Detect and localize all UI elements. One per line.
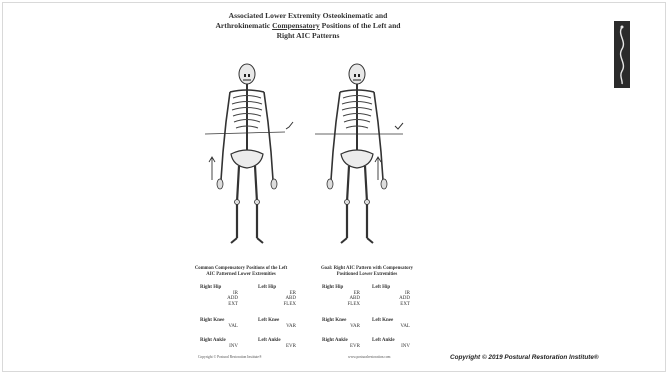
copyright-notice: Copyright © 2019 Postural Restoration In… <box>450 354 599 361</box>
left-arrow-icon <box>209 157 215 180</box>
joint-value: INV <box>200 344 244 350</box>
joint-value: EVR <box>322 344 366 350</box>
joint-value: INV <box>372 344 416 350</box>
title-line-1: Associated Lower Extremity Osteokinemati… <box>196 11 420 21</box>
skeleton-illustrations <box>175 60 435 270</box>
joint-value: FLEX <box>258 302 302 308</box>
right-footer: www.posturalrestoration.com <box>348 355 390 359</box>
left-caption: Common Compensatory Positions of the Lef… <box>176 266 306 278</box>
right-checkmark-icon <box>395 123 403 129</box>
right-panel-right-ankle: Right Ankle EVR <box>322 338 366 349</box>
right-caption: Goal: Right AIC Pattern with Compensator… <box>302 266 432 278</box>
joint-value: EXT <box>200 302 244 308</box>
title-line-2: Arthrokinematic Compensatory Positions o… <box>196 21 420 31</box>
title-line-2-pre: Arthrokinematic <box>215 21 270 30</box>
left-panel-right-ankle: Right Ankle INV <box>200 338 244 349</box>
right-arrow-icon <box>375 157 381 180</box>
title-underlined-word: Compensatory <box>272 21 320 30</box>
joint-value: EXT <box>372 302 416 308</box>
document-title: Associated Lower Extremity Osteokinemati… <box>196 11 420 41</box>
left-panel-left-hip: Left Hip ER ABD FLEX <box>258 285 302 307</box>
right-panel-right-hip: Right Hip ER ABD FLEX <box>322 285 366 307</box>
title-line-2-post: Positions of the Left and <box>322 21 401 30</box>
spine-logo-icon <box>614 21 630 88</box>
right-skeleton-figure <box>327 64 387 243</box>
joint-value: VAR <box>322 324 366 330</box>
left-panel-right-hip: Right Hip IR ADD EXT <box>200 285 244 307</box>
title-line-3: Right AIC Patterns <box>196 31 420 41</box>
right-panel-left-hip: Left Hip IR ADD EXT <box>372 285 416 307</box>
joint-value: VAL <box>372 324 416 330</box>
left-caption-line-2: AIC Patterned Lower Extremities <box>176 272 306 278</box>
right-panel-left-knee: Left Knee VAL <box>372 318 416 329</box>
joint-value: EVR <box>258 344 302 350</box>
right-panel-right-knee: Right Knee VAR <box>322 318 366 329</box>
joint-value: FLEX <box>322 302 366 308</box>
left-panel-right-knee: Right Knee VAL <box>200 318 244 329</box>
left-checkmark-icon <box>286 122 293 129</box>
right-caption-line-2: Positioned Lower Extremities <box>302 272 432 278</box>
left-level-line <box>205 132 285 134</box>
joint-value: VAL <box>200 324 244 330</box>
left-skeleton-figure <box>217 64 277 243</box>
left-panel-left-ankle: Left Ankle EVR <box>258 338 302 349</box>
left-panel-left-knee: Left Knee VAR <box>258 318 302 329</box>
joint-value: VAR <box>258 324 302 330</box>
right-panel-left-ankle: Left Ankle INV <box>372 338 416 349</box>
left-footer: Copyright © Postural Restoration Institu… <box>198 355 262 359</box>
